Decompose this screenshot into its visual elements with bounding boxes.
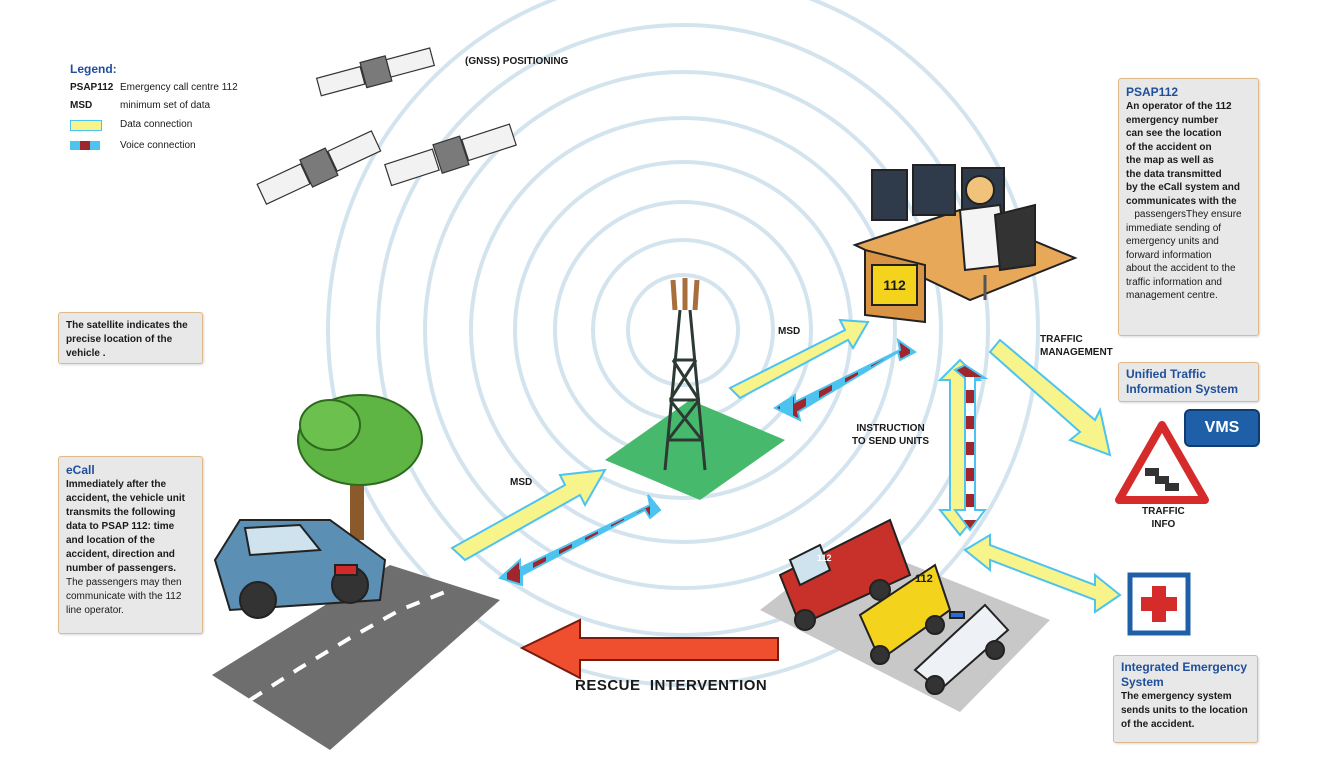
hospital-sign-icon [1127,572,1191,636]
utis-info-box: Unified Traffic Information System [1118,362,1259,402]
box-line: The satellite indicates the [66,320,188,331]
box-line: of the accident on [1126,141,1212,153]
box-line: line operator. [66,605,124,616]
ecall-info-box: eCall Immediately after the accident, th… [58,456,203,634]
instruction-line: TO SEND UNITS [852,436,930,447]
ambulance-112-label: 112 [915,573,933,585]
traffic-management-line: TRAFFIC [1040,334,1083,345]
box-line: vehicle . [66,348,106,359]
box-line: communicate with the 112 [66,591,182,602]
box-line: accident, direction and [66,549,175,560]
box-line: sends units to the location [1121,705,1248,716]
box-line: by the eCall system and [1126,182,1240,193]
instruction-label: INSTRUCTION TO SEND UNITS [852,422,929,448]
box-line: immediate sending of [1126,222,1222,234]
box-line: transmits the following [66,507,176,518]
box-line: The emergency system [1121,691,1232,702]
box-line: precise location of the [66,334,173,345]
voice-connection-arrows [498,337,989,587]
voice-connection-swatch [70,141,100,150]
box-line: The passengers may then [66,577,182,588]
desk-112-label: 112 [883,277,906,293]
vms-sign-icon [1184,409,1260,447]
msd-lower-label: MSD [510,477,533,488]
legend-value: minimum set of data [120,100,211,111]
box-title: Unified Traffic [1126,367,1207,381]
operator-desk-icon [852,164,1078,324]
traffic-management-label: TRAFFIC MANAGEMENT [1040,333,1113,359]
box-line: traffic information and [1126,276,1222,288]
tower-ground [605,400,785,500]
box-line: emergency number [1126,114,1219,126]
legend-value: Emergency call centre 112 [120,82,238,93]
vms-label: VMS [1204,419,1240,436]
box-title: Information System [1126,382,1239,396]
box-line: accident, the vehicle unit [66,493,185,504]
msd-upper-label: MSD [778,326,801,337]
box-line: of the accident. [1121,719,1195,730]
box-line: can see the location [1126,128,1222,139]
traffic-info-line: INFO [1151,519,1176,530]
legend-value: Data connection [120,119,193,130]
box-title: System [1121,675,1164,689]
box-line: the map as well as [1126,155,1214,166]
legend-key: PSAP112 [70,82,114,93]
rescue-intervention-label: RESCUE INTERVENTION [575,677,768,694]
box-line: the data transmitted [1126,168,1222,180]
box-line: about the accident to the [1126,263,1236,274]
box-title: PSAP112 [1126,85,1179,99]
ies-info-box: Integrated Emergency System The emergenc… [1113,655,1258,743]
satellite-icon [384,123,517,187]
legend-title: Legend: [70,62,117,76]
box-line: forward information [1126,249,1212,261]
traffic-warning-sign-icon [1115,421,1209,504]
box-line: An operator of the 112 [1126,101,1232,112]
road [212,565,500,750]
data-connection-swatch [70,120,102,131]
police-car-icon [913,603,1010,695]
legend-value: Voice connection [120,140,196,151]
box-line: Immediately after the [66,479,167,490]
box-line: number of passengers. [66,563,177,574]
traffic-management-line: MANAGEMENT [1040,347,1113,358]
gnss-label: (GNSS) POSITIONING [465,56,569,67]
box-title: eCall [66,463,95,477]
box-line: and location of the [66,535,155,546]
box-line: data to PSAP 112: time [66,521,175,532]
satellite-icon [256,130,382,205]
car-icon [213,519,387,619]
fire-truck-icon [778,518,912,631]
traffic-info-line: TRAFFIC [1142,506,1185,517]
box-title: Integrated Emergency [1121,660,1248,674]
data-connection-arrows [450,318,1122,614]
satellite-info-box: The satellite indicates the precise loca… [58,312,203,364]
legend-key: MSD [70,100,93,111]
rescue-arrow [519,618,779,680]
ambulance-icon [858,563,952,665]
box-line: passengersThey ensure [1126,209,1242,220]
cell-tower-icon [663,278,707,471]
satellite-icon [315,47,436,97]
instruction-line: INSTRUCTION [856,423,925,434]
psap-info-box: PSAP112 An operator of the 112 emergency… [1118,78,1259,336]
box-line: emergency units and [1126,236,1219,247]
box-line: communicates with the [1126,195,1237,207]
box-line: management centre. [1126,290,1218,301]
tree-icon [297,394,423,540]
traffic-info-label: TRAFFIC INFO [1142,505,1185,531]
truck-112-label: 112 [817,553,832,563]
